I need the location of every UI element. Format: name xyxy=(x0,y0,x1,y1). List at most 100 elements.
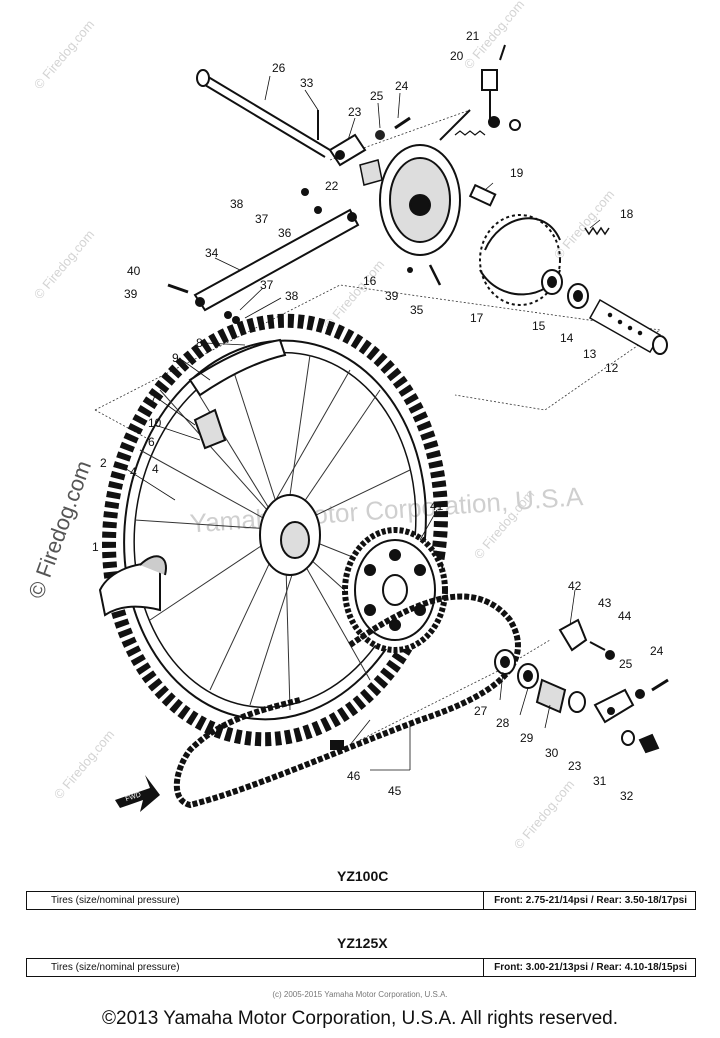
nut-25 xyxy=(375,130,385,140)
callout-15: 15 xyxy=(532,319,546,333)
callout-41: 41 xyxy=(430,499,444,513)
chain-puller-left xyxy=(328,133,367,167)
torque-arm xyxy=(193,208,360,312)
callout-38: 38 xyxy=(285,289,299,303)
callout-28: 28 xyxy=(496,716,510,730)
drive-chain xyxy=(173,593,521,809)
callout-19: 19 xyxy=(510,166,524,180)
fwd-label: FWD xyxy=(125,792,142,804)
callout-12: 12 xyxy=(605,361,619,375)
callout-31: 31 xyxy=(593,774,607,788)
callout-22: 22 xyxy=(325,179,339,193)
callout-43: 43 xyxy=(598,596,612,610)
watermark: © Firedog.com xyxy=(511,777,577,852)
callout-40: 40 xyxy=(127,264,141,278)
callout-8: 8 xyxy=(196,336,203,350)
callout-34: 34 xyxy=(205,246,219,260)
watermark: © Firedog.com xyxy=(31,227,97,302)
bolt-24 xyxy=(394,116,411,130)
callout-37: 37 xyxy=(260,278,274,292)
model-title-yz100c: YZ100C xyxy=(337,868,389,884)
callout-46: 46 xyxy=(347,769,361,783)
tire-section xyxy=(98,555,167,617)
callout-21: 21 xyxy=(466,29,480,43)
callout-14: 14 xyxy=(560,331,574,345)
callout-2: 2 xyxy=(100,456,107,470)
callout-4: 4 xyxy=(152,462,159,476)
rear-axle xyxy=(196,69,331,158)
model-title-yz125x: YZ125X xyxy=(337,935,388,951)
wheel-spacer xyxy=(588,298,662,354)
callout-16: 16 xyxy=(363,274,377,288)
rim-band xyxy=(188,338,287,450)
callout-25: 25 xyxy=(370,89,384,103)
watermark: © Firedog.com xyxy=(321,257,387,332)
spec-value: Front: 3.00-21/13psi / Rear: 4.10-18/15p… xyxy=(483,959,695,976)
nut-38b xyxy=(232,316,240,324)
washer-37 xyxy=(314,206,322,214)
right-axle-hardware xyxy=(494,618,669,754)
parts-diagram: © Firedog.com © Firedog.com © Firedog.co… xyxy=(23,0,669,852)
callout-29: 29 xyxy=(520,731,534,745)
callout-1: 1 xyxy=(92,540,99,554)
callout-42: 42 xyxy=(568,579,582,593)
callout-17: 17 xyxy=(470,311,484,325)
washer-37b xyxy=(224,311,232,319)
watermark: © Firedog.com xyxy=(51,727,117,802)
callout-24: 24 xyxy=(395,79,409,93)
bearing xyxy=(541,269,563,295)
brake-bolt xyxy=(468,183,497,207)
brake-shoe-plate xyxy=(379,109,471,256)
callout-4: 4 xyxy=(130,465,137,479)
spec-table-yz125x: Tires (size/nominal pressure) Front: 3.0… xyxy=(26,958,696,977)
callout-38: 38 xyxy=(230,197,244,211)
spec-label: Tires (size/nominal pressure) xyxy=(51,895,180,906)
cotter-39 xyxy=(407,267,413,273)
callout-27: 27 xyxy=(474,704,488,718)
callout-37: 37 xyxy=(255,212,269,226)
bolt-40 xyxy=(167,283,189,294)
brake-spring xyxy=(454,130,486,136)
brake-cam-lever xyxy=(481,44,521,131)
callout-10: 10 xyxy=(148,416,162,430)
callout-20: 20 xyxy=(450,49,464,63)
rear-sprocket xyxy=(342,527,448,653)
collar-12 xyxy=(652,335,668,355)
callout-23: 23 xyxy=(568,759,582,773)
callout-39: 39 xyxy=(385,289,399,303)
leader-lines xyxy=(119,75,601,771)
callout-13: 13 xyxy=(583,347,597,361)
spec-value: Front: 2.75-21/14psi / Rear: 3.50-18/17p… xyxy=(483,892,695,909)
callout-18: 18 xyxy=(620,207,634,221)
fwd-arrow: FWD xyxy=(115,775,160,812)
spec-label: Tires (size/nominal pressure) xyxy=(51,962,180,973)
side-watermark: © Firedog.com xyxy=(23,457,96,601)
callout-25: 25 xyxy=(619,657,633,671)
callout-numbers: 21 20 26 33 24 25 23 22 19 38 37 36 18 3… xyxy=(92,29,664,803)
callout-7: 7 xyxy=(150,392,157,406)
shoe-spring xyxy=(584,226,610,236)
nut-38 xyxy=(301,188,309,196)
callout-23: 23 xyxy=(348,105,362,119)
small-copyright: (c) 2005-2015 Yamaha Motor Corporation, … xyxy=(272,990,448,999)
callout-44: 44 xyxy=(618,609,632,623)
watermark-group: © Firedog.com © Firedog.com © Firedog.co… xyxy=(23,0,617,852)
spec-table-yz100c: Tires (size/nominal pressure) Front: 2.7… xyxy=(26,891,696,910)
bearing xyxy=(567,283,589,309)
callout-6: 6 xyxy=(148,435,155,449)
collar xyxy=(359,159,383,186)
callout-30: 30 xyxy=(545,746,559,760)
callout-33: 33 xyxy=(300,76,314,90)
chain-joint xyxy=(330,740,344,750)
callout-35: 35 xyxy=(410,303,424,317)
callout-24: 24 xyxy=(650,644,664,658)
callout-9: 9 xyxy=(172,351,179,365)
callout-32: 32 xyxy=(620,789,634,803)
callout-26: 26 xyxy=(272,61,286,75)
brake-shoe xyxy=(479,214,561,306)
watermark: © Firedog.com xyxy=(31,17,97,92)
watermark: © Firedog.com xyxy=(551,187,617,262)
callout-45: 45 xyxy=(388,784,402,798)
bolt-35 xyxy=(428,264,442,286)
copyright-line: ©2013 Yamaha Motor Corporation, U.S.A. A… xyxy=(102,1008,618,1029)
